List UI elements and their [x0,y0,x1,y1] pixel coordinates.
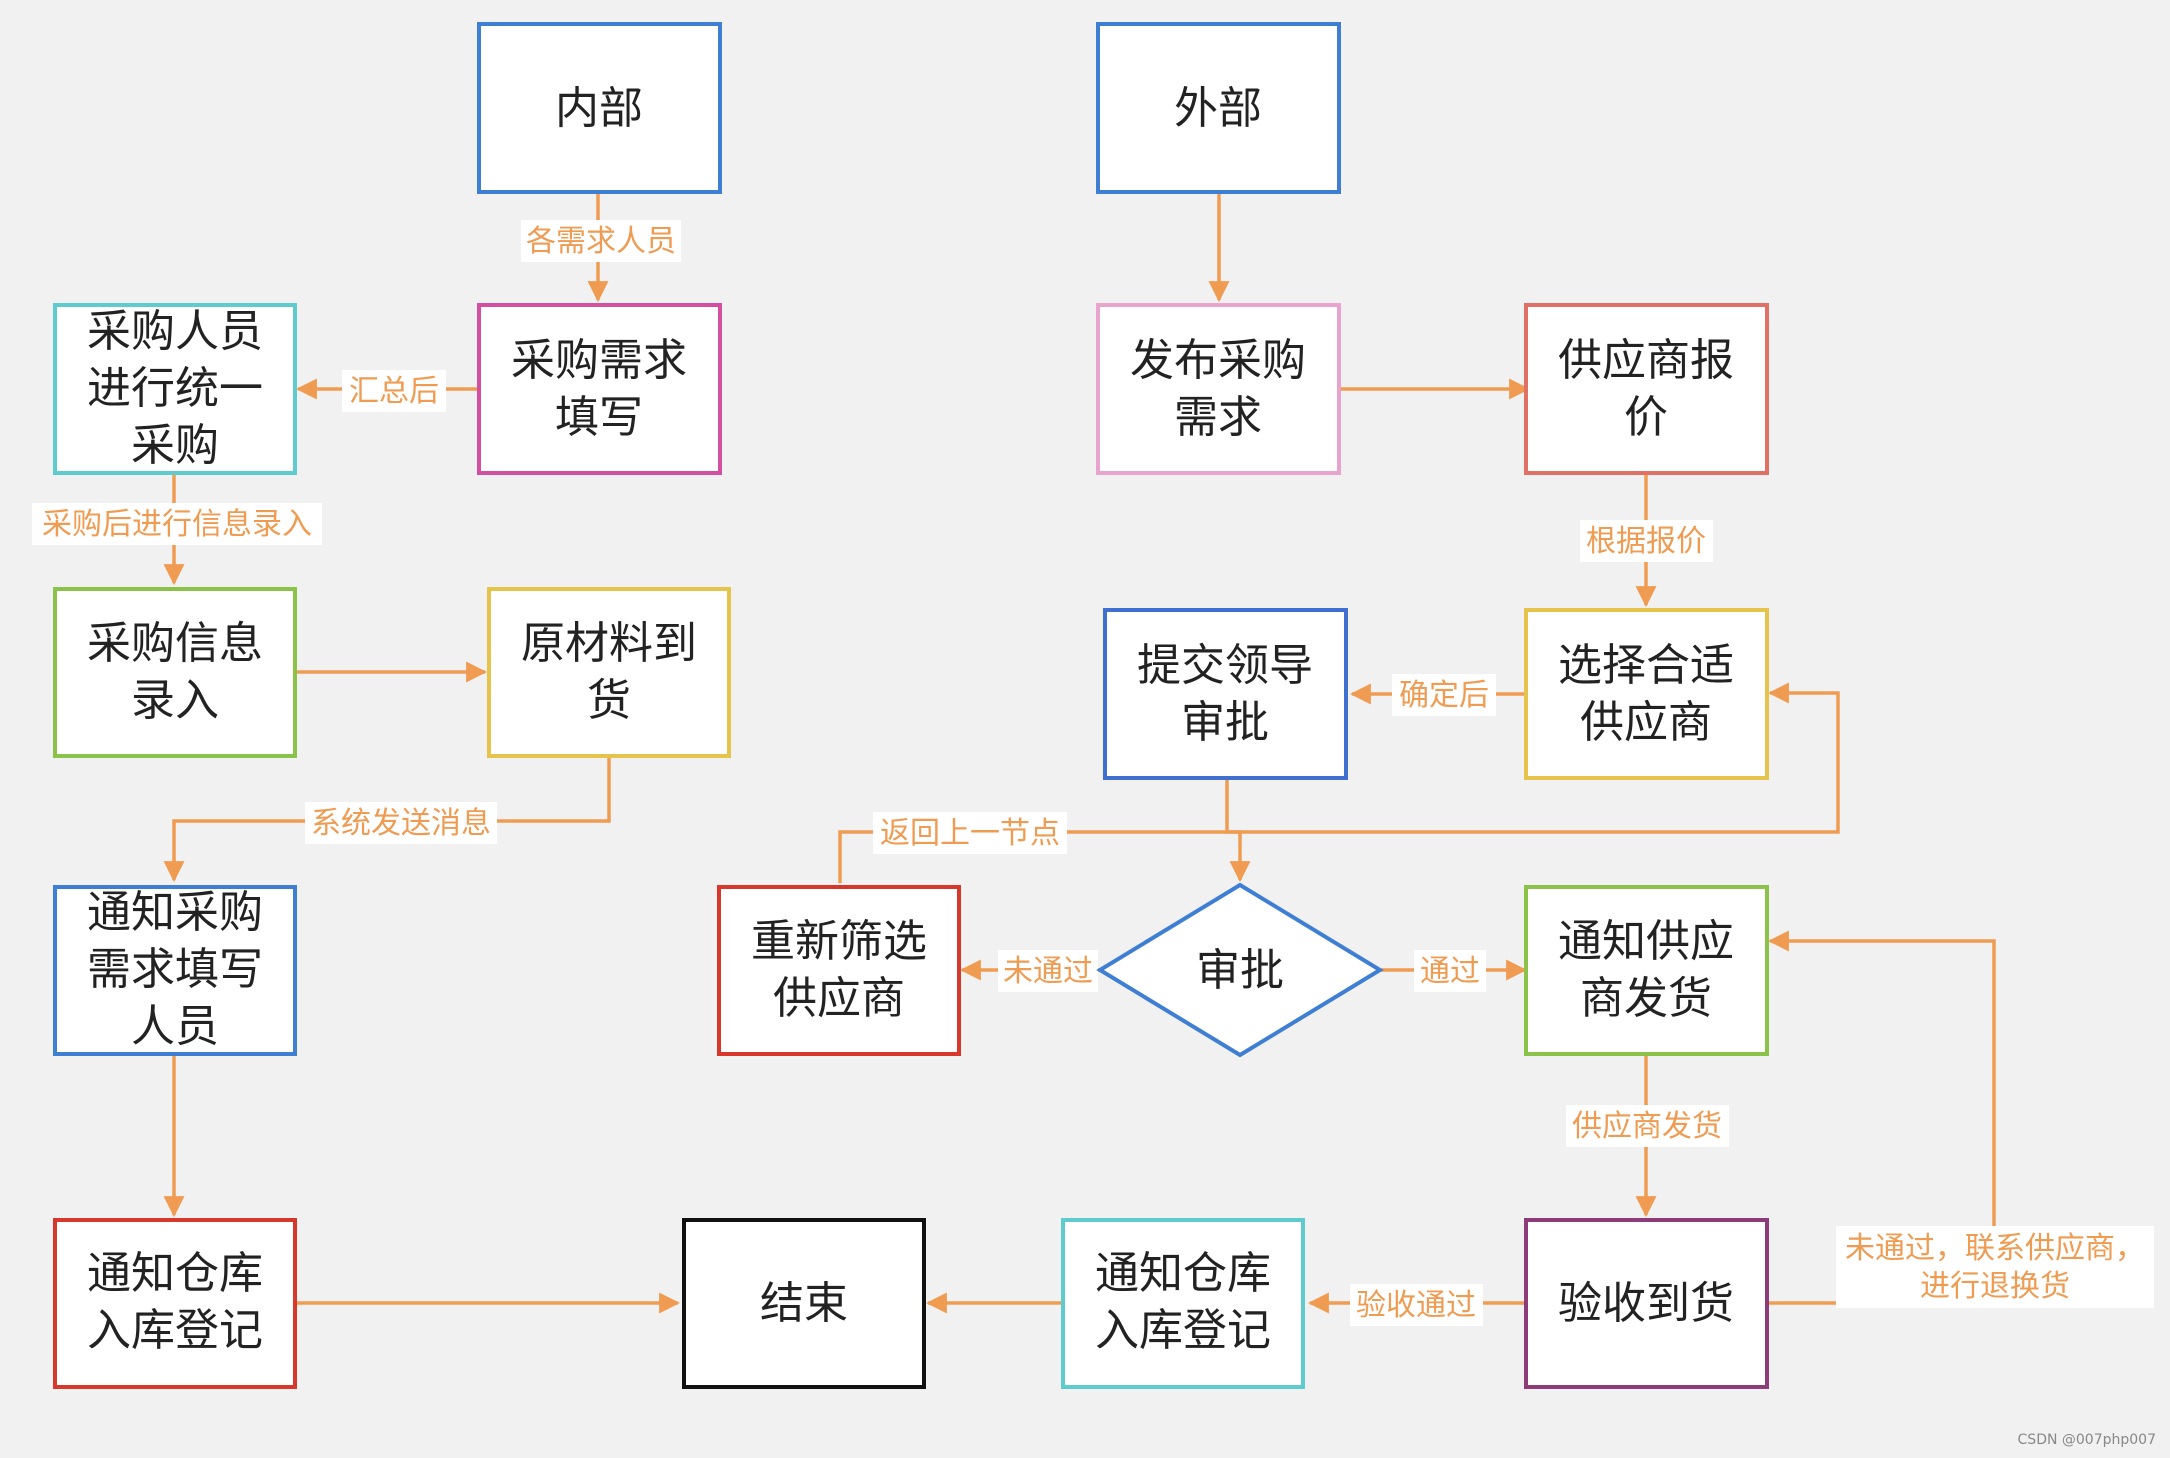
node-reselect: 重新筛选 供应商 [717,885,961,1056]
node-inspect: 验收到货 [1524,1218,1769,1389]
edge-labels: 各需求人员 汇总后 采购后进行信息录入 根据报价 确定后 系统发送消息 返回上一… [32,220,2154,1326]
node-warehouse-right-line1: 通知仓库 [1095,1248,1271,1299]
node-external: 外部 [1096,22,1341,194]
node-submit-leader: 提交领导 审批 [1103,608,1348,780]
node-choose-supplier-line1: 选择合适 [1558,640,1734,691]
edge-label-reject-contact-line1: 未通过，联系供应商， [1845,1231,2145,1266]
edge-submit-to-approve [1225,780,1251,883]
edge-label-reject-contact-line2: 进行退换货 [1920,1269,2070,1304]
node-internal: 内部 [477,22,722,194]
node-submit-leader-line2: 审批 [1181,697,1269,748]
node-approve-text: 审批 [1196,945,1284,996]
watermark: CSDN @007php007 [2017,1432,2156,1448]
edge-label-after-confirm: 确定后 [1399,678,1489,713]
node-notify-ship-line2: 商发货 [1580,973,1712,1024]
node-inspect-text: 验收到货 [1558,1278,1734,1329]
edge-label-passed: 通过 [1420,954,1480,989]
edge-label-after-summary: 汇总后 [349,374,439,409]
edge-reselect-back-to-choose [838,682,1840,883]
node-external-text: 外部 [1174,83,1262,134]
node-notify-ship: 通知供应 商发货 [1524,885,1769,1056]
node-reselect-line2: 供应商 [773,973,905,1024]
node-supplier-quote-line1: 供应商报 [1558,335,1734,386]
node-publish-request-line2: 需求 [1174,392,1262,443]
node-warehouse-right-line2: 入库登记 [1095,1305,1271,1356]
node-info-entry: 采购信息 录入 [53,587,297,758]
node-material-arrive-line1: 原材料到 [521,618,697,669]
edge-label-by-quote: 根据报价 [1586,524,1706,559]
node-info-entry-line1: 采购信息 [87,618,263,669]
node-end: 结束 [682,1218,926,1389]
node-fill-request-line1: 采购需求 [511,335,687,386]
node-unified-buy-line3: 采购 [131,420,219,471]
node-internal-text: 内部 [555,83,643,134]
edge-label-not-passed: 未通过 [1003,954,1093,989]
edge-label-each-requester: 各需求人员 [526,224,676,259]
node-notify-requester: 通知采购 需求填写 人员 [53,885,297,1056]
node-unified-buy: 采购人员 进行统一 采购 [53,303,297,475]
node-choose-supplier: 选择合适 供应商 [1524,608,1769,780]
node-end-text: 结束 [760,1278,848,1329]
node-info-entry-line2: 录入 [131,675,219,726]
node-unified-buy-line2: 进行统一 [87,363,263,414]
node-warehouse-left-line1: 通知仓库 [87,1248,263,1299]
node-notify-requester-line1: 通知采购 [87,887,263,938]
node-material-arrive-line2: 货 [587,675,631,726]
node-fill-request: 采购需求 填写 [477,303,722,475]
node-supplier-quote: 供应商报 价 [1524,303,1769,475]
node-warehouse-left: 通知仓库 入库登记 [53,1218,297,1389]
node-material-arrive: 原材料到 货 [487,587,731,758]
node-warehouse-right: 通知仓库 入库登记 [1061,1218,1305,1389]
edge-label-inspect-passed: 验收通过 [1356,1288,1476,1323]
edge-label-back-prev-node: 返回上一节点 [880,816,1060,851]
node-publish-request: 发布采购 需求 [1096,303,1341,475]
node-submit-leader-line1: 提交领导 [1137,640,1313,691]
node-notify-requester-line3: 人员 [131,1001,219,1052]
node-unified-buy-line1: 采购人员 [87,306,263,357]
edge-label-supplier-ships: 供应商发货 [1572,1109,1722,1144]
edge-label-after-buy-entry: 采购后进行信息录入 [42,507,312,542]
node-fill-request-line2: 填写 [555,392,643,443]
node-reselect-line1: 重新筛选 [751,916,927,967]
node-approve-decision: 审批 [1096,882,1384,1058]
node-notify-requester-line2: 需求填写 [87,944,263,995]
node-choose-supplier-line2: 供应商 [1580,697,1712,748]
edge-label-system-message: 系统发送消息 [311,806,491,841]
node-notify-ship-line1: 通知供应 [1558,916,1734,967]
node-supplier-quote-line2: 价 [1624,392,1668,443]
node-publish-request-line1: 发布采购 [1130,335,1306,386]
node-warehouse-left-line2: 入库登记 [87,1305,263,1356]
nodes: 内部 外部 采购需求 填写 采购人员 进行统一 采购 发布采购 需求 供应商报 … [53,22,1769,1389]
